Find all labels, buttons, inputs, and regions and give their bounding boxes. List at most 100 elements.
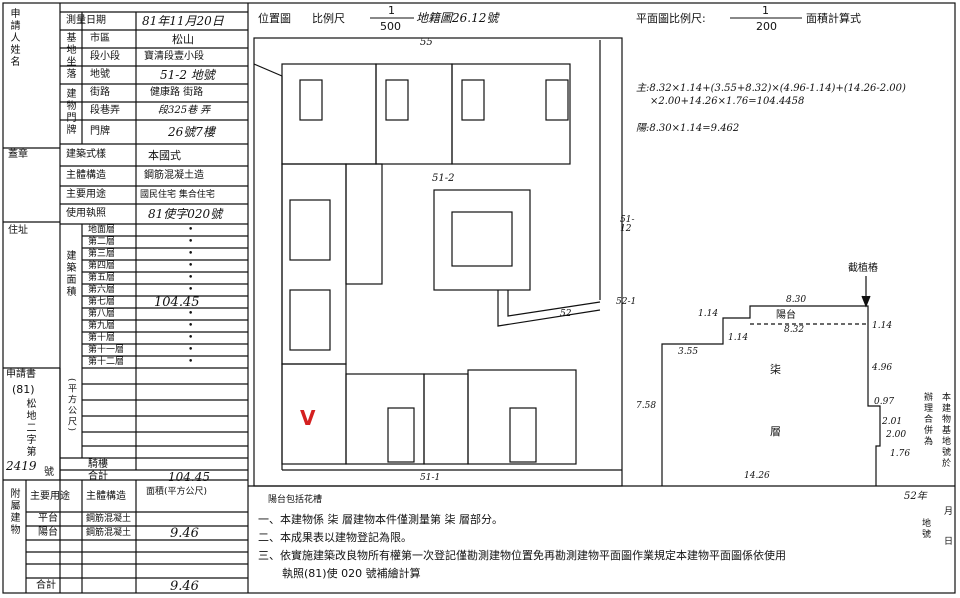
dim-496: 4.96 [872, 363, 893, 373]
month-note: 月 [944, 507, 954, 517]
annex-platform-label: 平台 [38, 513, 58, 524]
floor-area-value: • [188, 321, 194, 331]
dim-097: 0.97 [874, 397, 895, 407]
room-label-2: 層 [770, 425, 781, 438]
floor-area-value: • [188, 237, 194, 247]
annex-total-value: 9.46 [170, 579, 199, 594]
year-note: 52年 [904, 491, 927, 502]
floor-area-value: • [188, 285, 194, 295]
floor-name: 第十一層 [88, 345, 125, 355]
floor-area-value: • [188, 345, 194, 355]
lot-note: 地號 [920, 518, 930, 540]
dim-114a: 1.14 [698, 309, 719, 319]
notes-header: 陽台包括花槽 [268, 495, 323, 505]
site-scale-label: 比例尺 [312, 12, 345, 25]
year-value: (81) [12, 383, 35, 396]
date-label: 測量日期 [66, 15, 106, 26]
door-value: 26號7樓 [168, 125, 215, 139]
floor-name: 第七層 [88, 297, 116, 307]
note-1: 一、本建物係 柒 層建物本件僅測量第 柒 層部分。 [258, 513, 503, 526]
floor-name: 地面層 [88, 225, 116, 235]
annex-struct-label: 主體構造 [86, 491, 126, 502]
door-label: 門牌 [90, 126, 110, 137]
lot-52: 52 [560, 309, 572, 319]
floor-area-value: • [188, 273, 194, 283]
license-value: 81使字020號 [148, 207, 223, 221]
annex-group-label: 附屬建物 [8, 488, 19, 536]
day-note: 日 [944, 537, 954, 547]
applicant-doc-label: 申請書 [6, 369, 36, 380]
total-value: 104.45 [168, 470, 210, 484]
section-label: 段小段 [90, 51, 120, 62]
main-use-value: 國民住宅 集合住宅 [140, 190, 215, 200]
floor-name: 第十層 [88, 333, 116, 343]
dim-200: 2.00 [886, 430, 907, 440]
lot-main: 51-2 [432, 173, 455, 184]
formula-3: 陽:8.30×1.14=9.462 [636, 123, 740, 134]
main-structure-label: 主體構造 [66, 170, 106, 181]
floor-name: 第四層 [88, 261, 116, 271]
dim-201: 2.01 [882, 417, 903, 427]
dim-758: 7.58 [636, 401, 657, 411]
dim-1426: 14.26 [744, 471, 770, 481]
note-2: 二、本成果表以建物登記為限。 [258, 531, 412, 544]
floor-name: 第二層 [88, 237, 116, 247]
main-structure-value: 鋼筋混凝土造 [144, 170, 204, 181]
dim-832: 8.32 [784, 325, 805, 335]
city-value: 松山 [172, 33, 194, 46]
floor-name: 第八層 [88, 309, 116, 319]
formula-2: ×2.00+14.26×1.76=104.4458 [650, 96, 805, 107]
annex-use-label: 主要用途 [30, 491, 70, 502]
dim-114b: 1.14 [728, 333, 749, 343]
dim-355: 3.55 [678, 347, 699, 357]
doc-word: 松地二字第 [24, 398, 35, 458]
floor-area-value: • [188, 249, 194, 259]
area-unit-label: (平方公尺) [66, 378, 76, 434]
floor-area-value: • [188, 225, 194, 235]
stamp-label: 蓋章 [8, 149, 28, 160]
site-scale-den: 500 [380, 20, 401, 33]
date-value: 81年11月20日 [142, 14, 224, 28]
floor-name: 第九層 [88, 321, 116, 331]
doc-number: 2419 [6, 459, 37, 473]
floor-area-value: 104.45 [154, 295, 200, 310]
floor-plan-title: 平面圖比例尺: [636, 12, 706, 25]
lane-label: 段巷弄 [90, 105, 120, 116]
bldg-group-label: 建物門牌 [64, 88, 75, 136]
doc-number-suffix: 號 [44, 467, 54, 478]
annex-balcony-value: 9.46 [170, 526, 199, 541]
building-style-value: 本國式 [148, 149, 181, 162]
arrow-label: 截植樁 [848, 263, 878, 274]
area-group-label: 建築面積 [64, 250, 75, 298]
side-note-2: 辦理合併為 [922, 392, 932, 447]
floor-area-value: • [188, 333, 194, 343]
annex-balcony-label: 陽台 [38, 527, 58, 538]
license-label: 使用執照 [66, 208, 106, 219]
dim-830: 8.30 [786, 295, 807, 305]
site-sheet: 地籍圖26.12號 [416, 11, 499, 25]
target-mark: V [300, 406, 316, 430]
lot-top: 55 [420, 37, 433, 48]
floor-area-value: • [188, 357, 194, 367]
floor-area-value: • [188, 261, 194, 271]
floor-area-value: • [188, 309, 194, 319]
site-plan-title: 位置圖 [258, 12, 291, 25]
lane-value: 段325巷 弄 [158, 105, 211, 116]
main-use-label: 主要用途 [66, 189, 106, 200]
total-label: 合計 [88, 471, 108, 482]
side-note-1: 本建物基地號於 [940, 392, 950, 469]
section-value: 寶清段壹小段 [144, 51, 204, 62]
floor-name: 第五層 [88, 273, 116, 283]
lot-label: 地號 [90, 69, 110, 80]
lot-51b: 51-1 [420, 473, 441, 483]
floor-scale-num: 1 [762, 4, 769, 17]
annex-area-label: 面積(平方公尺) [146, 487, 208, 497]
floor-name: 第六層 [88, 285, 116, 295]
room-label-1: 柒 [770, 363, 781, 376]
formula-1: 主:8.32×1.14+(3.55+8.32)×(4.96-1.14)+(14.… [636, 83, 906, 94]
floor-name: 第三層 [88, 249, 116, 259]
lot-52b: 52-1 [616, 297, 637, 307]
site-scale-num: 1 [388, 4, 395, 17]
address-label: 住址 [8, 225, 28, 236]
